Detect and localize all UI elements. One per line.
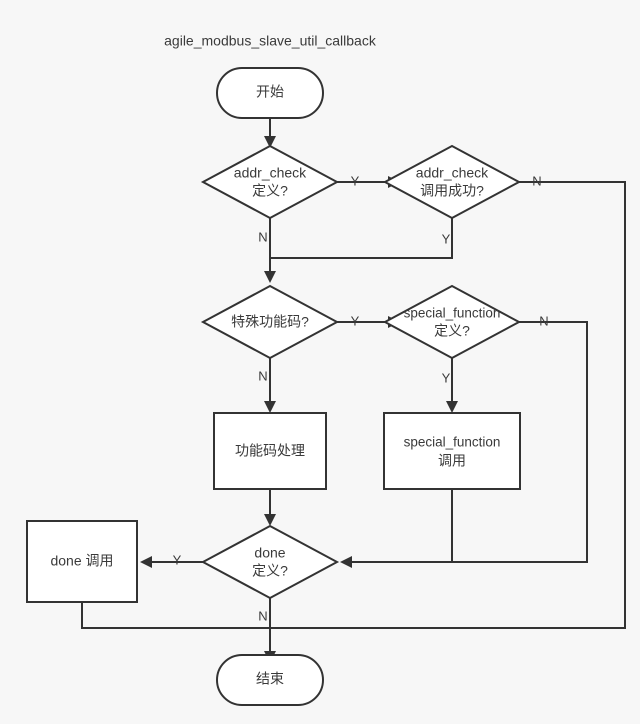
node-done-defined[interactable]: done 定义? bbox=[200, 524, 340, 600]
start-shape[interactable] bbox=[216, 67, 324, 119]
node-special-function-defined[interactable]: special_function 定义? bbox=[382, 284, 522, 360]
done-call-shape[interactable] bbox=[26, 520, 138, 603]
edge-special-function-call-to-done bbox=[347, 488, 453, 563]
edge-label-special-code-yes: Y bbox=[351, 313, 360, 328]
edge-label-addr-check-success-no: N bbox=[532, 173, 541, 188]
arrowhead-special-code-no bbox=[264, 401, 276, 413]
node-func-code-process[interactable]: 功能码处理 bbox=[213, 412, 327, 490]
arrowhead-done-defined-yes bbox=[140, 556, 152, 568]
done-defined-label-line1: done bbox=[254, 545, 285, 561]
edges-layer: addr_check success --> down to special c… bbox=[81, 118, 626, 663]
edge-label-special-function-defined-no: N bbox=[539, 313, 548, 328]
special-code-shape[interactable] bbox=[200, 284, 340, 360]
node-end[interactable]: 结束 bbox=[216, 654, 324, 706]
edge-done-call-to-bottom-rail bbox=[81, 601, 626, 629]
node-start[interactable]: 开始 bbox=[216, 67, 324, 119]
edge-label-special-code-no: N bbox=[258, 368, 267, 383]
node-addr-check-success[interactable]: addr_check 调用成功? bbox=[382, 144, 522, 220]
addr-check-success-label-line2: 调用成功? bbox=[420, 183, 484, 199]
addr-check-defined-shape[interactable] bbox=[200, 144, 340, 220]
func-code-process-shape[interactable] bbox=[213, 412, 327, 490]
special-function-call-shape[interactable] bbox=[383, 412, 521, 490]
edge-label-done-defined-yes: Y bbox=[173, 552, 182, 567]
edge-label-addr-check-success-yes: Y bbox=[442, 231, 451, 246]
edge-label-done-defined-no: N bbox=[258, 608, 267, 623]
func-code-process-label: 功能码处理 bbox=[235, 443, 305, 459]
arrowhead-special-function-defined-yes bbox=[446, 401, 458, 413]
done-defined-label-line2: 定义? bbox=[252, 563, 288, 579]
node-special-code[interactable]: 特殊功能码? bbox=[200, 284, 340, 360]
done-call-label: done 调用 bbox=[50, 553, 113, 569]
edge-label-addr-check-defined-yes: Y bbox=[351, 173, 360, 188]
edge-special-function-defined-no bbox=[347, 321, 588, 563]
arrowhead-func-code-to-done bbox=[264, 514, 276, 526]
node-done-call[interactable]: done 调用 bbox=[26, 520, 138, 603]
addr-check-defined-label-line2: 定义? bbox=[252, 183, 288, 199]
edge-label-addr-check-defined-no: N bbox=[258, 229, 267, 244]
arrowhead-addr-check-defined-no bbox=[264, 271, 276, 283]
arrowhead-start-to-addr-check-defined bbox=[264, 136, 276, 148]
special-function-defined-label-line1: special_function bbox=[404, 306, 501, 321]
end-label: 结束 bbox=[256, 671, 284, 687]
addr-check-success-label-line1: addr_check bbox=[416, 165, 489, 181]
node-special-function-call[interactable]: special_function 调用 bbox=[383, 412, 521, 490]
special-function-defined-shape[interactable] bbox=[382, 284, 522, 360]
special-function-call-label-line1: special_function bbox=[404, 435, 501, 450]
addr-check-success-shape[interactable] bbox=[382, 144, 522, 220]
edge-addr-check-success-yes bbox=[269, 217, 453, 259]
special-code-label: 特殊功能码? bbox=[231, 314, 309, 330]
edge-label-special-function-defined-yes: Y bbox=[442, 370, 451, 385]
addr-check-defined-label-line1: addr_check bbox=[234, 165, 307, 181]
node-addr-check-defined[interactable]: addr_check 定义? bbox=[200, 144, 340, 220]
end-shape[interactable] bbox=[216, 654, 324, 706]
done-defined-shape[interactable] bbox=[200, 524, 340, 600]
edge-addr-check-success-no bbox=[518, 181, 626, 629]
edge-labels-layer: Y N N Y Y N N Y Y N bbox=[173, 173, 549, 623]
nodes-layer: 开始 addr_check 定义? addr_check 调用成功? 特殊功能码… bbox=[26, 67, 522, 706]
start-label: 开始 bbox=[256, 84, 284, 100]
arrowhead-into-done-right bbox=[340, 556, 352, 568]
special-function-call-label-line2: 调用 bbox=[438, 453, 466, 469]
special-function-defined-label-line2: 定义? bbox=[434, 323, 470, 339]
diagram-title: agile_modbus_slave_util_callback bbox=[164, 33, 377, 49]
